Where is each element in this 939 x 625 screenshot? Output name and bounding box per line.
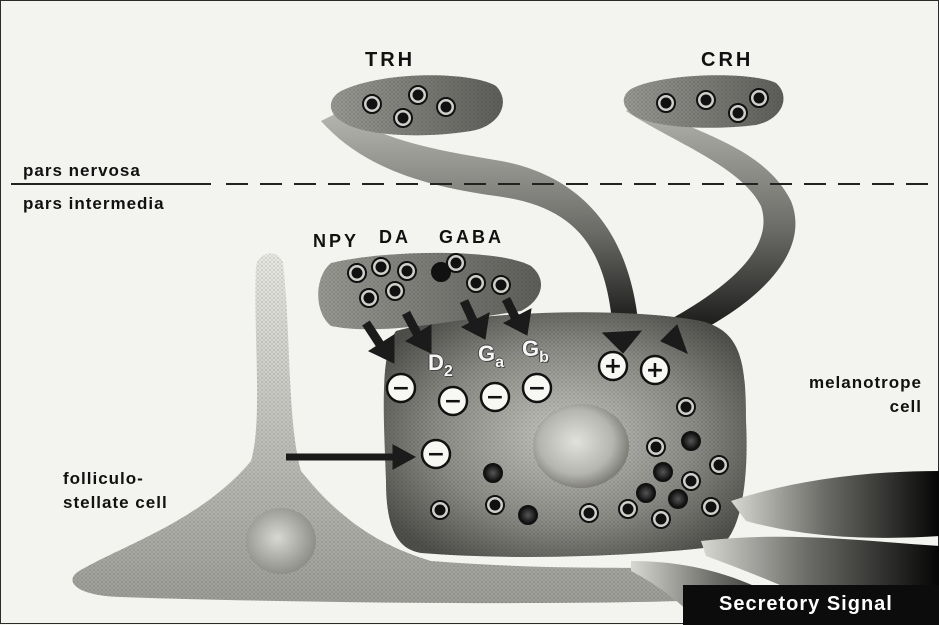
npy-label: NPY <box>313 231 359 252</box>
pars-intermedia-label: pars intermedia <box>23 194 165 214</box>
ga-sub: a <box>495 354 504 371</box>
folliculo-stellate-label: folliculo- stellate cell <box>63 467 168 515</box>
crh-label: CRH <box>701 49 753 72</box>
d2-sub: 2 <box>444 363 453 380</box>
inhibit-text-2: − <box>444 389 462 414</box>
melanotrope-nucleus <box>533 404 629 488</box>
secretory-signal-band-1 <box>731 471 939 538</box>
melanotrope-cell-label: melanotrope cell <box>809 371 922 419</box>
melanotrope-line-1: melanotrope <box>809 371 922 395</box>
gb-main: G <box>522 336 539 361</box>
folliculo-line-2: stellate cell <box>63 491 168 515</box>
inhibit-text-5: − <box>427 442 445 467</box>
trh-label: TRH <box>365 49 415 72</box>
d2-main: D <box>428 350 444 375</box>
folliculo-nucleus <box>246 508 316 574</box>
inhibit-text-1: − <box>392 376 410 401</box>
da-label: DA <box>379 227 411 248</box>
stimulate-text-1: + <box>604 354 622 379</box>
gb-sub: b <box>539 349 549 366</box>
pars-nervosa-label: pars nervosa <box>23 161 141 181</box>
ga-receptor-label: Ga <box>478 341 504 372</box>
folliculo-line-1: folliculo- <box>63 467 168 491</box>
gb-receptor-label: Gb <box>522 336 549 367</box>
inhibit-text-3: − <box>486 385 504 410</box>
crh-axon <box>626 101 795 336</box>
stimulate-text-2: + <box>646 358 664 383</box>
inhibit-text-4: − <box>528 376 546 401</box>
gaba-label: GABA <box>439 227 504 248</box>
d2-receptor-label: D2 <box>428 350 453 381</box>
melanotrope-line-2: cell <box>809 395 922 419</box>
secretory-signal-label: Secretory Signal <box>719 593 893 616</box>
ga-main: G <box>478 341 495 366</box>
